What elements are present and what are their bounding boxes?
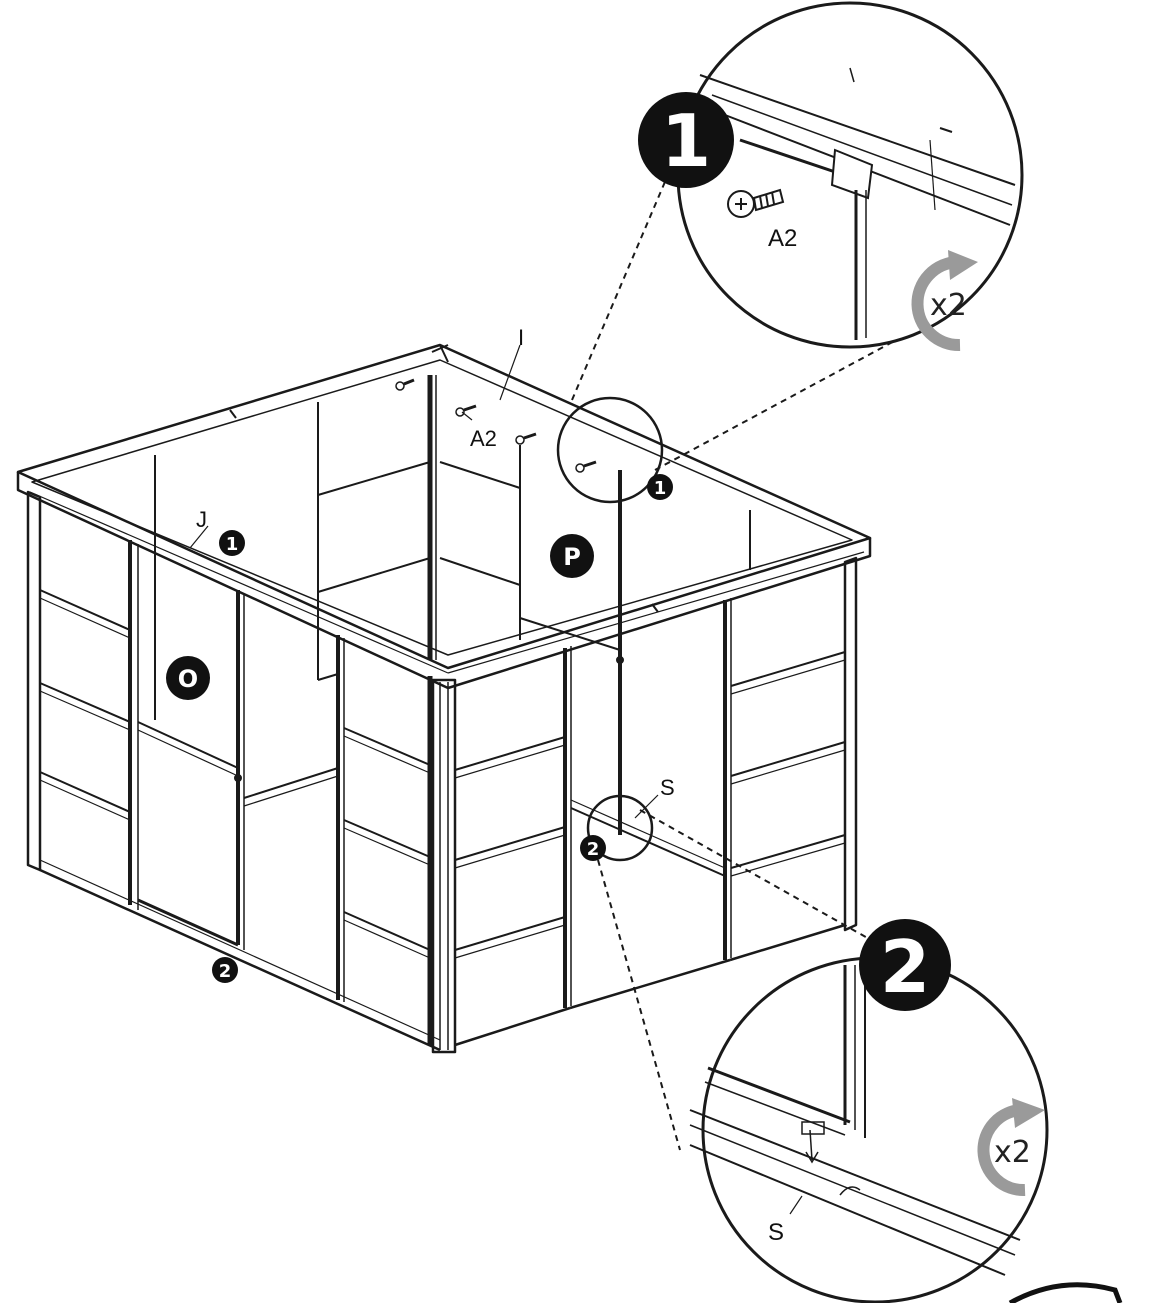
callout2-step-number: 2 [880,925,930,1009]
zoom-circle-top [556,396,664,504]
step-marker-2-right-num: 2 [587,839,600,860]
step-marker-1-frame-num: 1 [654,478,667,499]
clockwise-rotate-icon [977,1098,1045,1197]
callout1-step-badge [638,92,734,188]
part-label-s: S [660,775,675,800]
next-callout-edge [1008,1282,1123,1303]
step-marker-1-frame [647,474,673,500]
callout-detail-1: A2 x2 1 [638,1,1024,352]
callout1-part-label: A2 [768,225,797,252]
panel-p-badge [550,534,594,578]
scene-screws [395,378,597,473]
part-label-a2: A2 [470,426,497,451]
clockwise-rotate-icon [911,250,978,352]
zoom-circle-bottom [586,794,654,862]
part-label-j: J [196,507,207,532]
scene-labels: I J A2 S O P 1 1 2 2 [166,325,675,983]
gazebo-structure [16,343,872,1054]
callout1-rotation-count: x2 [930,288,967,323]
part-leaders [189,344,659,819]
panel-o-badge [166,656,210,700]
panel-p-label: P [563,543,581,571]
step-marker-1-j-num: 1 [226,534,239,555]
front-corner-post [431,678,457,1054]
left-wall [26,490,441,1052]
callout2-step-badge [859,919,951,1011]
step-marker-2-left-num: 2 [219,961,232,982]
callout2-rotation-count: x2 [994,1135,1031,1170]
step-marker-2-left [212,957,238,983]
roof-frame [16,343,872,690]
callout-detail-2: S x2 2 [689,919,1049,1303]
step-marker-2-right [580,835,606,861]
part-label-i: I [518,325,524,350]
panel-o-label: O [178,665,198,693]
screw-icon [727,188,785,218]
back-walls [154,375,751,720]
right-wall [454,470,858,1047]
callout1-step-number: 1 [661,99,711,183]
step-marker-1-j [219,530,245,556]
callout2-part-label: S [768,1219,784,1246]
callout-leaders [571,169,901,1151]
